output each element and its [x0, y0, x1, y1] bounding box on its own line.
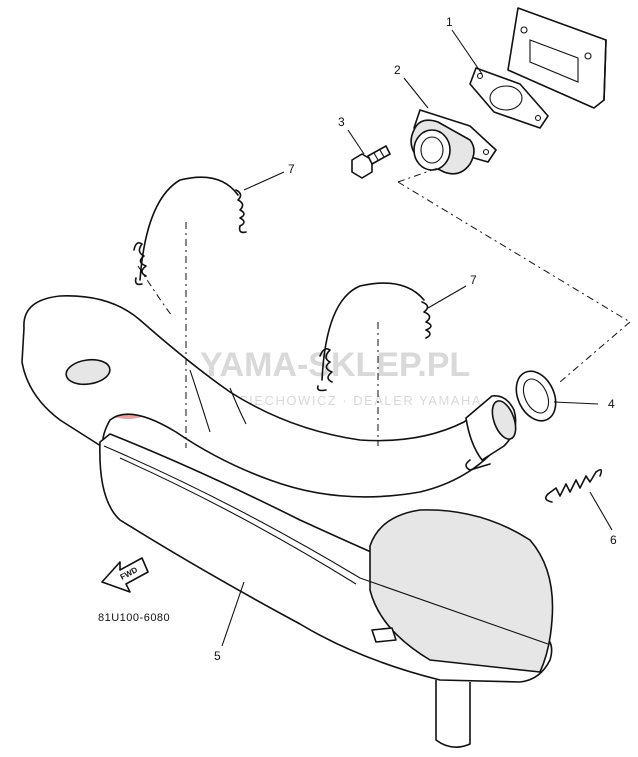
gasket-ring-part-4: [515, 370, 557, 422]
watermark-brand: YAMA-SKLEP.PL: [200, 346, 470, 384]
spring-part-7-upper: [133, 176, 247, 286]
callout-7-middle: 7: [470, 273, 477, 287]
callout-4: 4: [608, 397, 615, 411]
leader-lines: [221, 29, 613, 647]
engine-block-flange: [507, 7, 607, 109]
callout-5: 5: [214, 649, 221, 663]
watermark-tagline: WOJCIECHOWICZ · DEALER YAMAHA: [205, 393, 482, 408]
bolt-part-3: [351, 145, 391, 179]
callout-6: 6: [610, 533, 617, 547]
callout-7-upper: 7: [288, 162, 295, 176]
exhaust-muffler-part-5: [21, 295, 554, 748]
callout-numbers: 1 2 3 4 5 6 7 7: [214, 15, 617, 663]
diagram-code: 81U100-6080: [98, 612, 170, 624]
exhaust-joint-part-2: [410, 109, 497, 175]
watermark: YAMA-SKLEP.PL WOJCIECHOWICZ · DEALER YAM…: [81, 325, 482, 419]
callout-2: 2: [394, 63, 401, 77]
callout-3: 3: [338, 115, 345, 129]
callout-1: 1: [446, 15, 453, 29]
spring-part-6: [544, 468, 603, 503]
spring-part-7-middle: [316, 282, 432, 392]
forward-arrow: FWD: [101, 557, 149, 593]
assembly-guides: [137, 167, 631, 448]
gasket-part-1: [469, 67, 549, 129]
